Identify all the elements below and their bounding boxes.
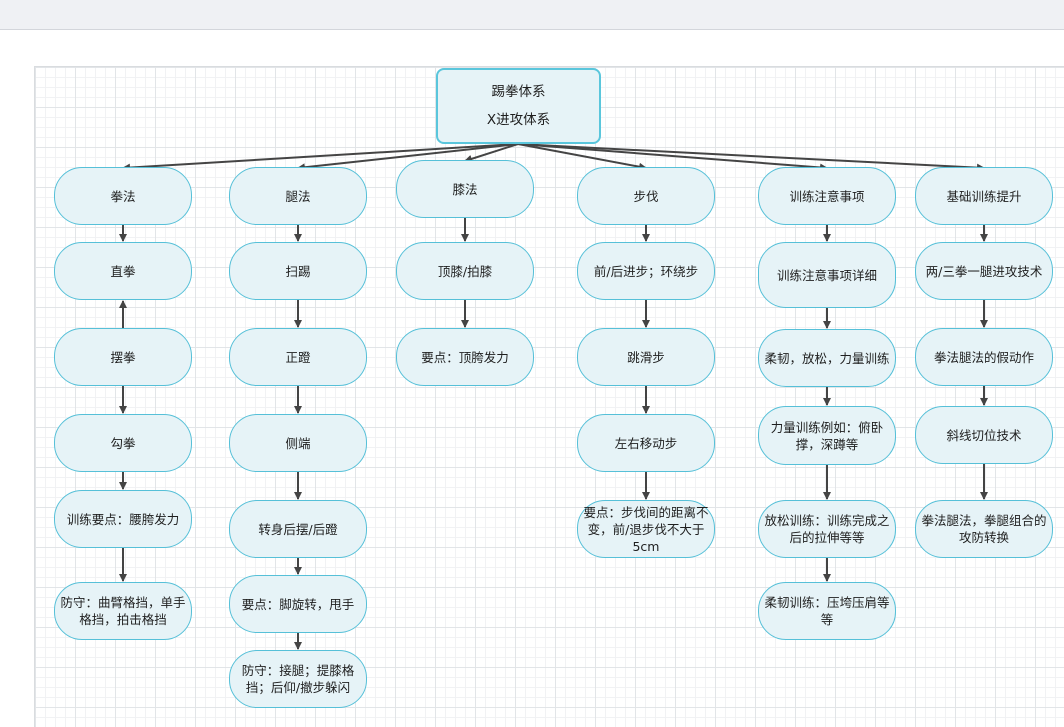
node-rouren[interactable]: 柔韧训练：压垮压肩等等 xyxy=(758,582,896,640)
node-quanfa-yaodian[interactable]: 训练要点：腰胯发力 xyxy=(54,490,192,548)
node-zhengdeng[interactable]: 正蹬 xyxy=(229,328,367,386)
node-quanfa[interactable]: 拳法 xyxy=(54,167,192,225)
node-baiquan[interactable]: 摆拳 xyxy=(54,328,192,386)
arrow-root-to-tuifa xyxy=(297,143,519,172)
node-bufa-yaodian[interactable]: 要点：步伐间的距离不变，前/退步伐不大于5cm xyxy=(577,500,715,558)
arrow-root-to-bufa xyxy=(517,143,647,171)
node-tuifa-fangshou[interactable]: 防守：接腿；提膝格挡；后仰/撤步躲闪 xyxy=(229,650,367,708)
node-bufa[interactable]: 步伐 xyxy=(577,167,715,225)
node-jiadongzuo[interactable]: 拳法腿法的假动作 xyxy=(915,328,1053,386)
arrow-root-to-quanfa xyxy=(122,143,519,172)
node-xiexian[interactable]: 斜线切位技术 xyxy=(915,406,1053,464)
root-subtitle: X进攻体系 xyxy=(486,112,551,128)
top-toolbar xyxy=(0,0,1064,30)
node-tuifa-yaodian[interactable]: 要点：脚旋转，甩手 xyxy=(229,575,367,633)
node-jichu[interactable]: 基础训练提升 xyxy=(915,167,1053,225)
node-liangsanquan[interactable]: 两/三拳一腿进攻技术 xyxy=(915,242,1053,300)
node-fangsong[interactable]: 放松训练：训练完成之后的拉伸等等 xyxy=(758,500,896,558)
node-xunlian[interactable]: 训练注意事项 xyxy=(758,167,896,225)
node-rouren-fangsong[interactable]: 柔韧，放松，力量训练 xyxy=(758,329,896,387)
node-zuoyoubu[interactable]: 左右移动步 xyxy=(577,414,715,472)
node-tuifa[interactable]: 腿法 xyxy=(229,167,367,225)
node-jinbu[interactable]: 前/后进步；环绕步 xyxy=(577,242,715,300)
node-gouquan[interactable]: 勾拳 xyxy=(54,414,192,472)
node-xunlian-xiangxi[interactable]: 训练注意事项详细 xyxy=(758,242,896,308)
node-saoti[interactable]: 扫踢 xyxy=(229,242,367,300)
node-ceduan[interactable]: 侧端 xyxy=(229,414,367,472)
node-xifa[interactable]: 膝法 xyxy=(396,160,534,218)
node-tiaohuabu[interactable]: 跳滑步 xyxy=(577,328,715,386)
arrow-root-to-xifa xyxy=(464,143,519,163)
root-title: 踢拳体系 xyxy=(491,84,546,100)
node-dingxi[interactable]: 顶膝/拍膝 xyxy=(396,242,534,300)
node-quanfa-fangshou[interactable]: 防守：曲臂格挡，单手格挡，拍击格挡 xyxy=(54,582,192,640)
node-zhiquan[interactable]: 直拳 xyxy=(54,242,192,300)
node-liliang[interactable]: 力量训练例如：俯卧撑，深蹲等 xyxy=(758,406,896,465)
arrow-root-to-xunlian xyxy=(517,143,828,172)
node-zhuanshen[interactable]: 转身后摆/后蹬 xyxy=(229,500,367,558)
node-gongfang[interactable]: 拳法腿法，拳腿组合的攻防转换 xyxy=(915,500,1053,558)
root-node[interactable]: 踢拳体系 X进攻体系 xyxy=(436,68,601,144)
node-xifa-yaodian[interactable]: 要点：顶胯发力 xyxy=(396,328,534,386)
arrow-root-to-jichu xyxy=(517,143,985,172)
